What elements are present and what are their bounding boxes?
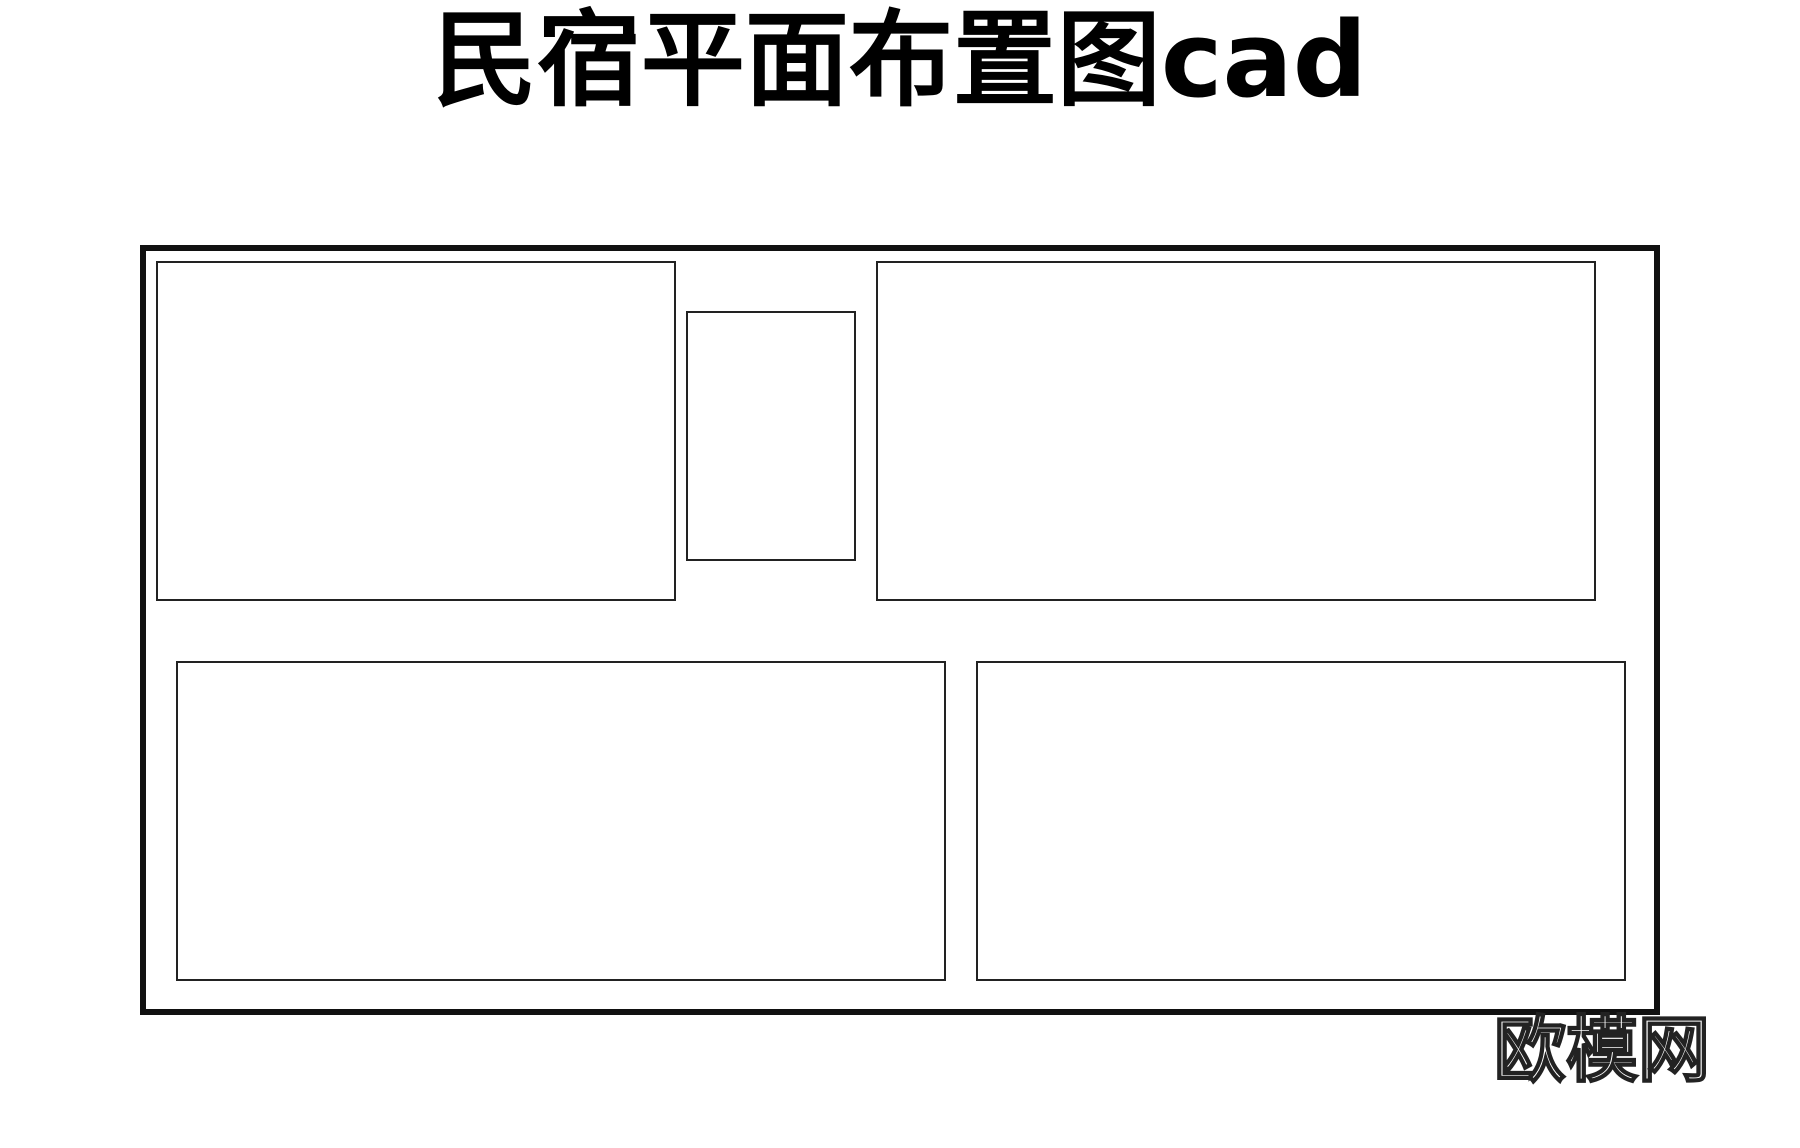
room	[156, 261, 676, 601]
room	[876, 261, 1596, 601]
room	[176, 661, 946, 981]
room	[976, 661, 1626, 981]
drawing-title: 民宿平面布置图cad	[432, 0, 1368, 121]
floor-plan	[140, 245, 1660, 1015]
watermark-text: 欧模网	[1493, 1007, 1711, 1093]
room	[686, 311, 856, 561]
